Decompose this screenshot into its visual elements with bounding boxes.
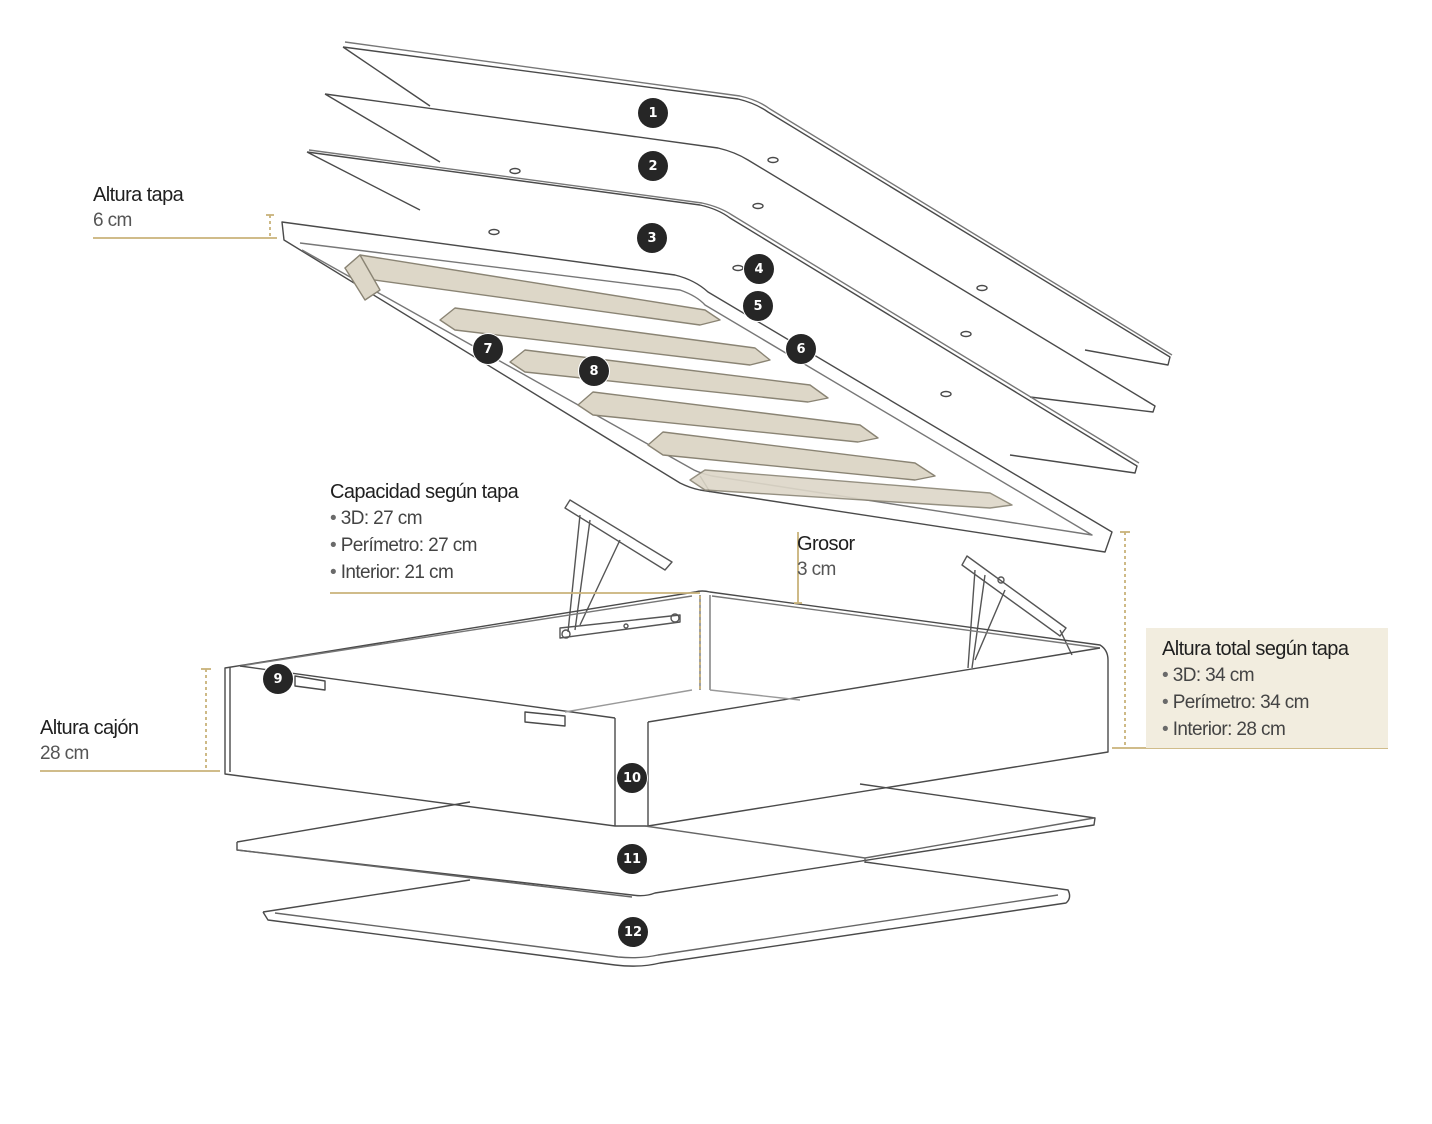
- capacidad-title: Capacidad según tapa: [330, 481, 519, 503]
- callout-8: 8: [579, 356, 609, 386]
- altura-total-item-interior: Interior: 28 cm: [1162, 716, 1348, 743]
- altura-tapa-value: 6 cm: [93, 210, 132, 231]
- altura-total-list: 3D: 34 cm Perímetro: 34 cm Interior: 28 …: [1162, 662, 1348, 743]
- altura-tapa-title: Altura tapa: [93, 184, 184, 206]
- altura-total-title: Altura total según tapa: [1162, 638, 1349, 660]
- slats: [344, 254, 1013, 509]
- altura-total-label: Altura total según tapa 3D: 34 cm Períme…: [1162, 636, 1349, 743]
- callout-10: 10: [617, 763, 647, 793]
- altura-total-item-3d: 3D: 34 cm: [1162, 662, 1348, 689]
- callout-4: 4: [744, 254, 774, 284]
- capacidad-item-3d: 3D: 27 cm: [330, 505, 518, 532]
- altura-tapa-label: Altura tapa 6 cm: [93, 182, 184, 234]
- callout-1: 1: [638, 98, 668, 128]
- panel-1: [342, 41, 1173, 366]
- panel-2: [324, 93, 1156, 413]
- callout-5: 5: [743, 291, 773, 321]
- callout-3: 3: [637, 223, 667, 253]
- callout-9: 9: [263, 664, 293, 694]
- grosor-label: Grosor 3 cm: [797, 531, 855, 583]
- callout-12: 12: [618, 917, 648, 947]
- callout-11: 11: [617, 844, 647, 874]
- altura-cajon-value: 28 cm: [40, 743, 89, 764]
- capacidad-label: Capacidad según tapa 3D: 27 cm Perímetro…: [330, 479, 519, 586]
- capacidad-list: 3D: 27 cm Perímetro: 27 cm Interior: 21 …: [330, 505, 518, 586]
- grosor-value: 3 cm: [797, 559, 836, 580]
- panel-12: [262, 861, 1071, 967]
- capacidad-item-perimetro: Perímetro: 27 cm: [330, 532, 518, 559]
- callout-6: 6: [786, 334, 816, 364]
- hinge-right: [961, 555, 1073, 669]
- grosor-title: Grosor: [797, 533, 855, 555]
- callout-2: 2: [638, 151, 668, 181]
- storage-box: [224, 590, 1109, 827]
- altura-cajon-title: Altura cajón: [40, 717, 139, 739]
- panel-11: [236, 783, 1096, 898]
- hinge-left: [559, 499, 681, 639]
- altura-cajon-label: Altura cajón 28 cm: [40, 715, 139, 767]
- capacidad-item-interior: Interior: 21 cm: [330, 559, 518, 586]
- callout-7: 7: [473, 334, 503, 364]
- altura-total-item-perimetro: Perímetro: 34 cm: [1162, 689, 1348, 716]
- panel-3: [306, 149, 1140, 474]
